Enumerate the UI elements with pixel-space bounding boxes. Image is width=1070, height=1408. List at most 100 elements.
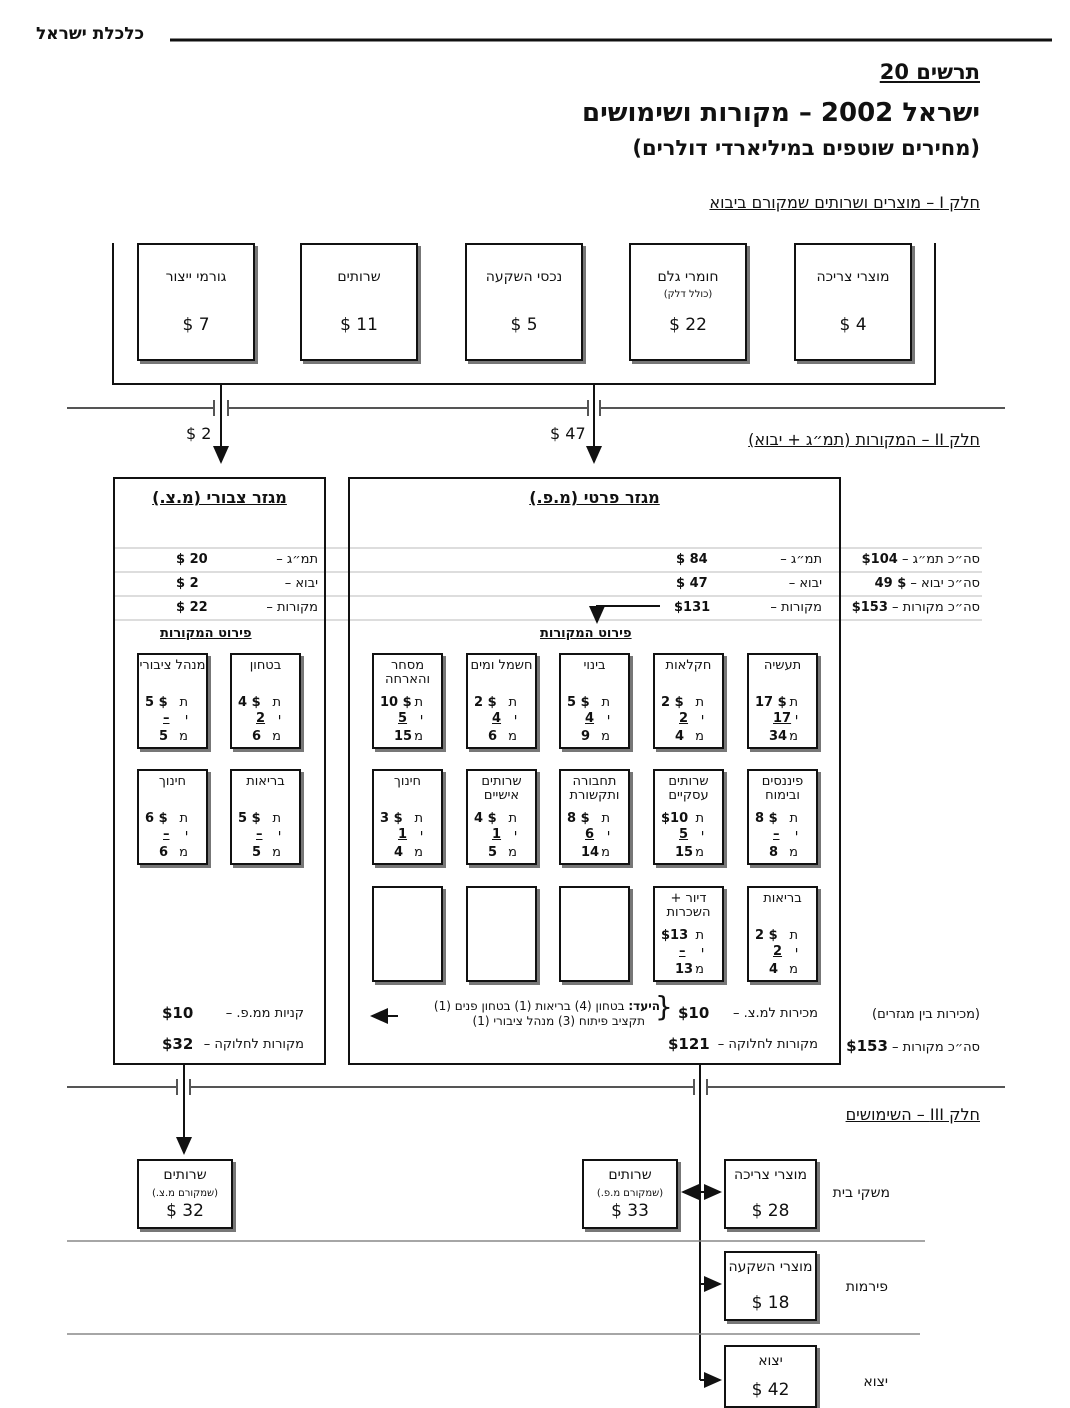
value: 15: [394, 729, 413, 744]
letter: ת: [601, 811, 610, 826]
private-gdp-value: $ 84: [676, 552, 708, 567]
use-box-consumer: מוצרי צריכה $ 28: [724, 1159, 817, 1229]
public-purchases-label: קניות ממ.פ. –: [225, 1006, 304, 1021]
row-total: ת $ 2: [472, 695, 531, 711]
box-amount: $ 5: [510, 315, 538, 335]
letter: ת: [695, 928, 704, 943]
row-total: ת$10: [659, 811, 718, 827]
public-gdp-label: תמ״ג –: [276, 552, 318, 567]
value: 9: [581, 729, 591, 744]
box-label: נכסי השקעה: [485, 269, 563, 285]
row-total: ת$ 5: [236, 811, 295, 827]
value: $ 8: [755, 811, 778, 826]
letter: י: [701, 711, 704, 726]
total-gdp-label: סה״כ תמ״ג –: [901, 552, 980, 567]
letter: מ: [789, 729, 798, 744]
breakdown-box-name: חינוך: [393, 774, 422, 789]
row-total: ת$ 8: [565, 811, 624, 827]
breakdown-box-name: שרותים אישיים: [481, 774, 522, 803]
public-sector-title: מגזר צבורי (מ.צ.): [152, 488, 287, 507]
value: $ 5: [145, 695, 168, 710]
letter: מ: [601, 845, 610, 860]
value: 4: [585, 711, 595, 726]
box-sublabel: (שמקורם מ.צ.): [151, 1188, 219, 1199]
breakdown-box-name: בטחון: [249, 658, 282, 673]
letter: מ: [414, 729, 423, 744]
box-sublabel: (שמקורם מ.פ.): [596, 1188, 664, 1199]
row-total: ת $ 2: [753, 928, 812, 944]
box-label: מוצרי צריכה: [733, 1167, 807, 1183]
part3-title: חלק III – השימושים: [845, 1105, 980, 1124]
row-import: י–: [753, 827, 812, 843]
value: $ 2: [755, 928, 778, 943]
row-total: ת$ 3: [378, 811, 437, 827]
letter: ת: [272, 695, 281, 710]
import-box-factors: גורמי ייצור $ 7: [137, 243, 255, 361]
letter: מ: [179, 845, 188, 860]
value: 5: [488, 845, 498, 860]
value: 2: [256, 711, 266, 726]
letter: ת: [789, 928, 798, 943]
letter: י: [278, 827, 281, 842]
value: 6: [585, 827, 595, 842]
row-total: ת$ 6: [143, 811, 202, 827]
letter: ת: [789, 695, 798, 710]
private-sector-title: מגזר פרטי (מ.פ.): [529, 488, 660, 507]
grand-total-label: סה״כ מקורות –: [892, 1040, 980, 1055]
letter: מ: [179, 729, 188, 744]
total-sources-label: סה״כ מקורות –: [892, 600, 980, 615]
public-sources-value: $ 22: [176, 600, 208, 615]
value: 6: [488, 729, 498, 744]
breakdown-box-name: בינוי: [583, 658, 606, 673]
value: $ 5: [238, 811, 261, 826]
value: 34: [769, 729, 788, 744]
breakdown-box-name: חינוך: [158, 774, 187, 789]
part1-title: חלק I – מוצרים ושרותים שמקורם ביבוא: [709, 193, 980, 212]
value: 5: [679, 827, 689, 842]
letter: מ: [789, 845, 798, 860]
value: 5: [252, 845, 262, 860]
letter: ת: [508, 695, 517, 710]
box-amount: $ 4: [839, 315, 867, 335]
value: –: [679, 944, 686, 959]
breakdown-box-name: תחבורה ותקשורת: [569, 774, 620, 803]
box-label: מוצרי צריכה: [816, 269, 890, 285]
box-amount: $ 28: [751, 1201, 790, 1221]
private-breakdown-heading: פירוט המקורות: [540, 626, 632, 641]
value: 8: [769, 845, 779, 860]
private-gdp-label: תמ״ג –: [780, 552, 822, 567]
letter: מ: [272, 845, 281, 860]
letter: מ: [414, 845, 423, 860]
value: $ 10: [380, 695, 412, 710]
private-imports-value: $ 47: [676, 576, 708, 591]
value: $ 2: [474, 695, 497, 710]
breakdown-box-name: חשמל ומים: [470, 658, 533, 673]
private-sales-label: מכירות למ.צ. –: [733, 1006, 818, 1021]
import-box-services: שרותים $ 11: [300, 243, 418, 361]
box-amount: $ 42: [751, 1380, 790, 1400]
value: 15: [675, 845, 694, 860]
value: 1: [492, 827, 502, 842]
letter: ת: [695, 695, 704, 710]
note-text: בטחון (4) בריאות (1) בטחון פנים (1): [433, 999, 625, 1013]
value: 2: [679, 711, 689, 726]
letter: מ: [508, 729, 517, 744]
part2-title: חלק II – המקורות (תמ״ג + יבוא): [748, 430, 980, 449]
